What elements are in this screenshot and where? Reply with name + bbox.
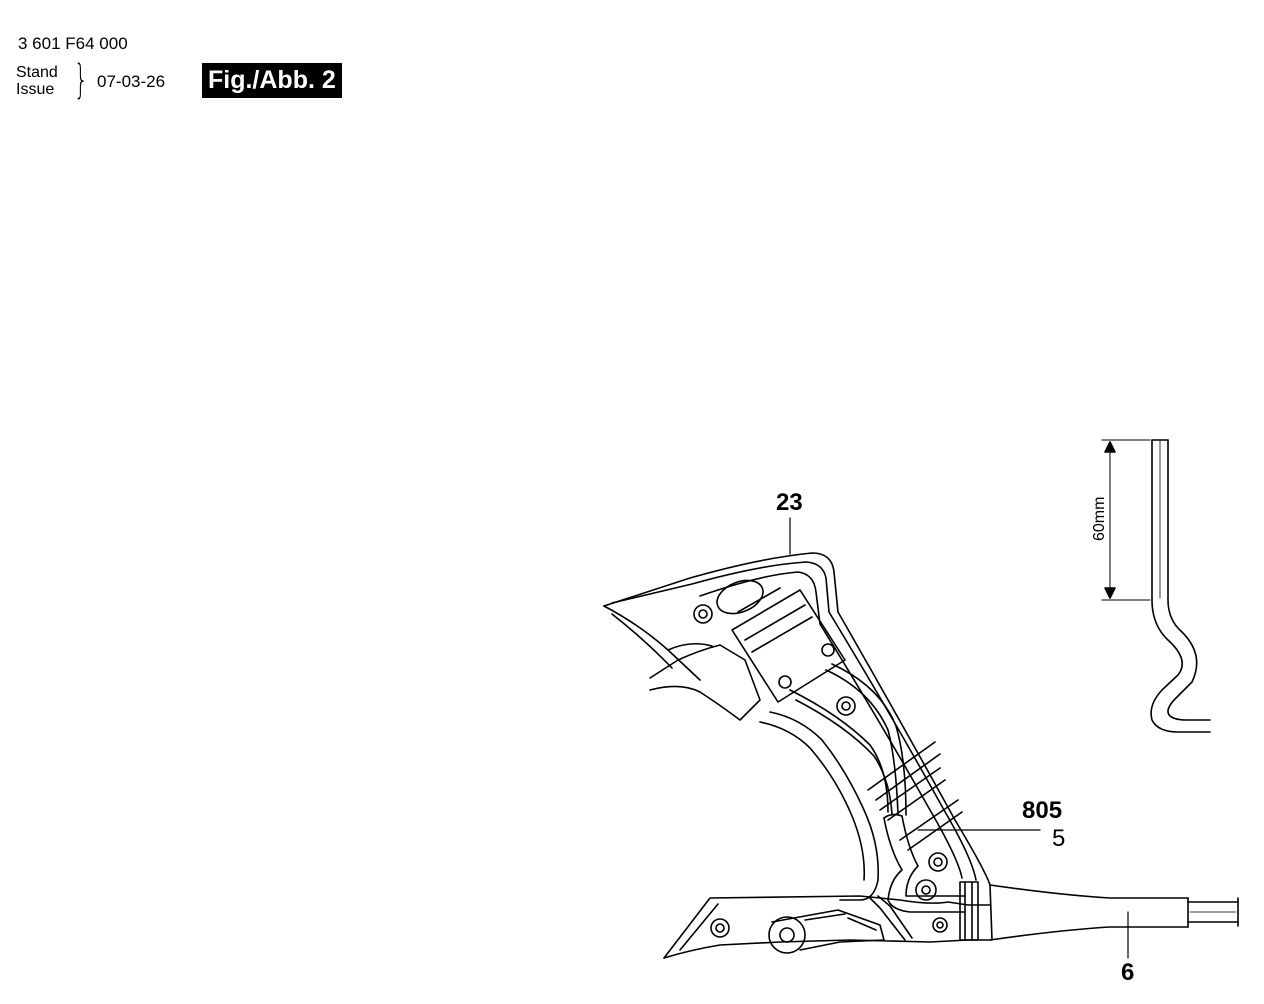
cable-bend-detail (1101, 439, 1211, 733)
figure-label: Fig./Abb. 2 (202, 63, 342, 98)
switch-assembly (716, 579, 846, 703)
issue-label: Issue (16, 81, 55, 98)
mains-cable (989, 884, 1239, 941)
callout-23: 23 (776, 489, 803, 516)
dimension-label: 60mm (1091, 497, 1108, 541)
stand-label: Stand (16, 64, 58, 81)
issue-date: 07-03-26 (97, 72, 166, 91)
screw-bosses (693, 604, 948, 938)
callout-805: 805 (1022, 797, 1062, 824)
cable-protector (883, 813, 979, 941)
callout-6: 6 (1121, 959, 1134, 986)
lever-part (768, 895, 913, 954)
internal-wiring (789, 663, 907, 816)
stand-issue-labels: Stand Issue (16, 64, 58, 98)
part-number: 3 601 F64 000 (18, 34, 128, 53)
leader-lines (789, 517, 1129, 959)
callout-5: 5 (1052, 825, 1065, 852)
brace-symbol: } (74, 57, 88, 103)
